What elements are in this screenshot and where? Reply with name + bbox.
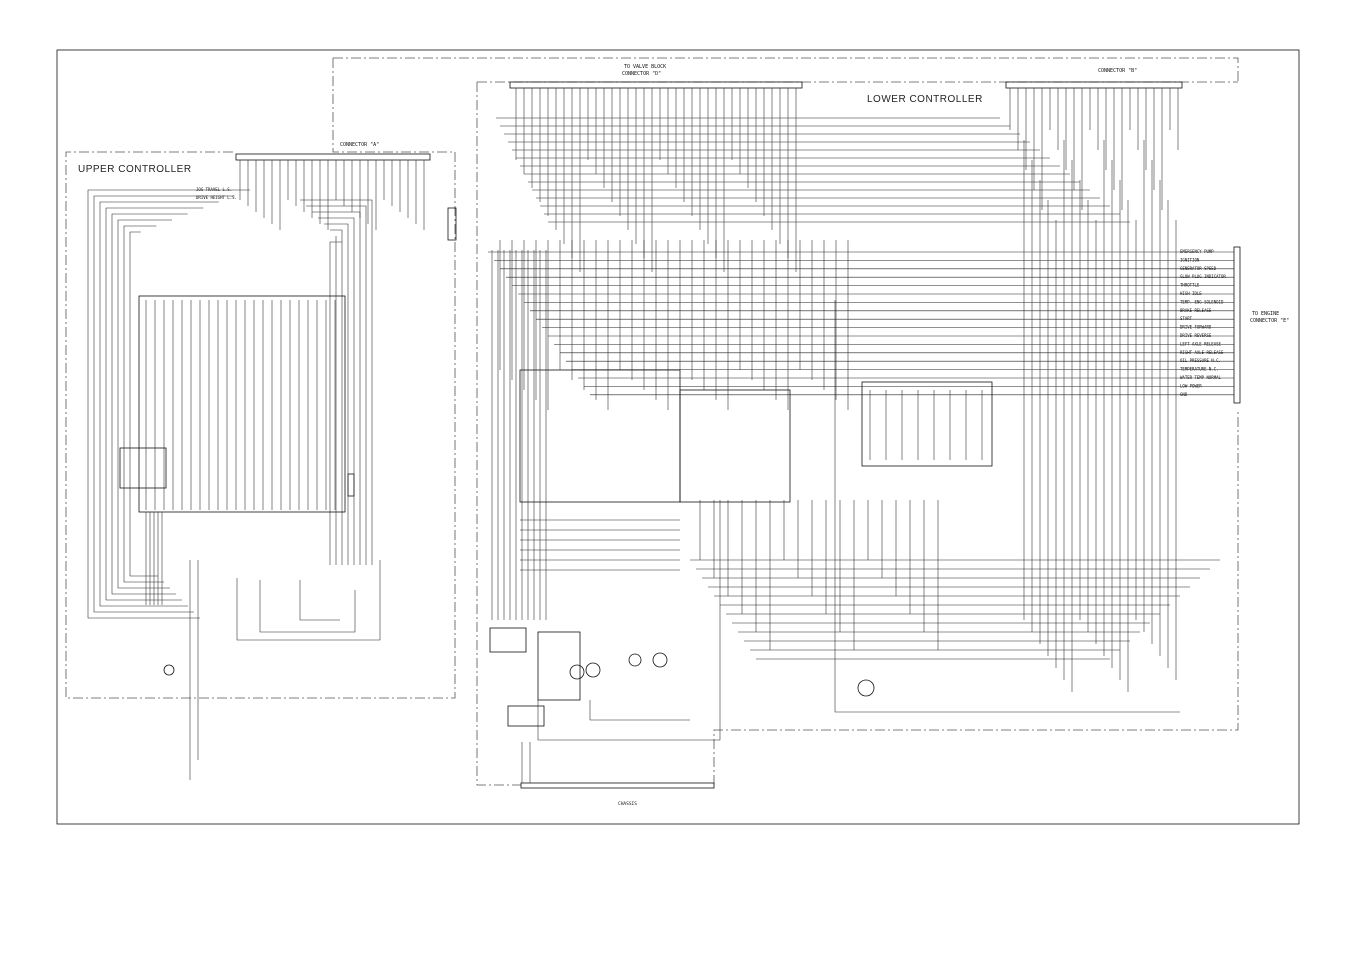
connector-d-label-1: TO VALVE BLOCK: [624, 64, 666, 70]
engine-pin-label: TEMPERATURE N.C.: [1180, 367, 1219, 372]
wire: [589, 700, 690, 721]
wire-bundle: [87, 88, 1234, 783]
lamp-symbol: [628, 653, 642, 667]
engine-pin-label: HIGH IDLE: [1180, 291, 1202, 296]
chassis-label: CHASSIS: [618, 801, 637, 807]
wire: [93, 195, 235, 613]
selector-switch: [489, 627, 527, 653]
motor-symbol: [585, 662, 601, 678]
lower-left-boundary: [476, 82, 521, 786]
top-boundary: [333, 57, 1239, 82]
drawing-border: [56, 49, 1300, 825]
connector-b-label: CONNECTOR "B": [1098, 68, 1137, 74]
wire: [236, 560, 381, 641]
upper-fuse: [347, 473, 355, 497]
wire: [129, 231, 158, 577]
wire: [99, 201, 219, 607]
key-switch: [507, 705, 545, 727]
engine-relay-block: [861, 381, 993, 467]
upper-controller-module: [138, 295, 346, 513]
wire: [87, 189, 250, 619]
wire: [318, 217, 355, 565]
wire: [312, 211, 361, 565]
engine-pin-label: GND: [1180, 392, 1188, 397]
engine-pin-label: BRAKE RELEASE: [1180, 308, 1212, 313]
motor-symbol: [163, 664, 175, 676]
wire: [834, 300, 1180, 713]
upper-controller-boundary: [65, 58, 456, 699]
engine-pin-label: THROTTLE: [1180, 283, 1200, 288]
lower-controller-module-b: [679, 389, 791, 503]
motor-symbol: [569, 664, 585, 680]
engine-pin-label: EMERGENCY PUMP: [1180, 249, 1214, 254]
wire: [306, 205, 367, 565]
wire: [330, 229, 343, 565]
engine-pin-label: GLOW PLUG INDICATOR: [1180, 274, 1226, 279]
chassis-strip: [520, 782, 715, 789]
connector-e-strip: [1233, 246, 1241, 404]
connector-d-strip: [509, 81, 803, 89]
wire: [111, 213, 188, 595]
side-connector: [447, 207, 457, 241]
engine-pin-label: DRIVE FORWARD: [1180, 325, 1212, 330]
connector-a-label: CONNECTOR "A": [340, 142, 379, 148]
connector-e-label-1: TO ENGINE: [1252, 311, 1279, 317]
upper-input-label: DRIVE HEIGHT L.S.: [196, 195, 237, 200]
connector-d-label-2: CONNECTOR "D": [622, 71, 661, 77]
engine-pin-label: DRIVE REVERSE: [1180, 333, 1212, 338]
wire: [537, 500, 721, 741]
engine-pin-label: IGNITION: [1180, 257, 1200, 262]
wire: [329, 241, 342, 565]
upper-relay-block: [119, 447, 167, 489]
lamp-symbol: [652, 652, 668, 668]
wire: [300, 199, 373, 565]
engine-pin-label: START: [1180, 316, 1193, 321]
wire: [324, 223, 349, 565]
engine-pin-label: LOW POWER: [1180, 383, 1202, 388]
engine-pin-label: RIGHT AXLE RELEASE: [1180, 350, 1224, 355]
wire: [105, 207, 204, 601]
upper-controller-title: UPPER CONTROLLER: [78, 164, 192, 175]
lower-right-boundary: [713, 410, 1239, 785]
engine-pin-label: WATER TEMP NORMAL: [1180, 375, 1222, 380]
engine-pin-label: LEFT AXLE RELEASE: [1180, 341, 1222, 346]
alarm-symbol: [857, 679, 875, 697]
connector-a-strip: [235, 153, 431, 161]
wire: [123, 225, 164, 583]
connector-b-strip: [1005, 81, 1183, 89]
upper-input-label: JOG TRAVEL L.S.: [196, 187, 232, 192]
engine-pin-label: GENERATOR SPEED: [1180, 266, 1217, 271]
engine-pin-label: TEMP. ENG SOLENOID: [1180, 299, 1224, 304]
lower-controller-title: LOWER CONTROLLER: [867, 94, 983, 105]
wire: [299, 580, 340, 621]
wire: [117, 219, 172, 589]
wire: [259, 580, 356, 633]
engine-pin-label: OIL PRESSURE N.C.: [1180, 358, 1221, 363]
connector-e-label-2: CONNECTOR "E": [1250, 318, 1289, 324]
engine-connector-labels: EMERGENCY PUMP IGNITION GENERATOR SPEED GLO…: [1180, 249, 1226, 397]
